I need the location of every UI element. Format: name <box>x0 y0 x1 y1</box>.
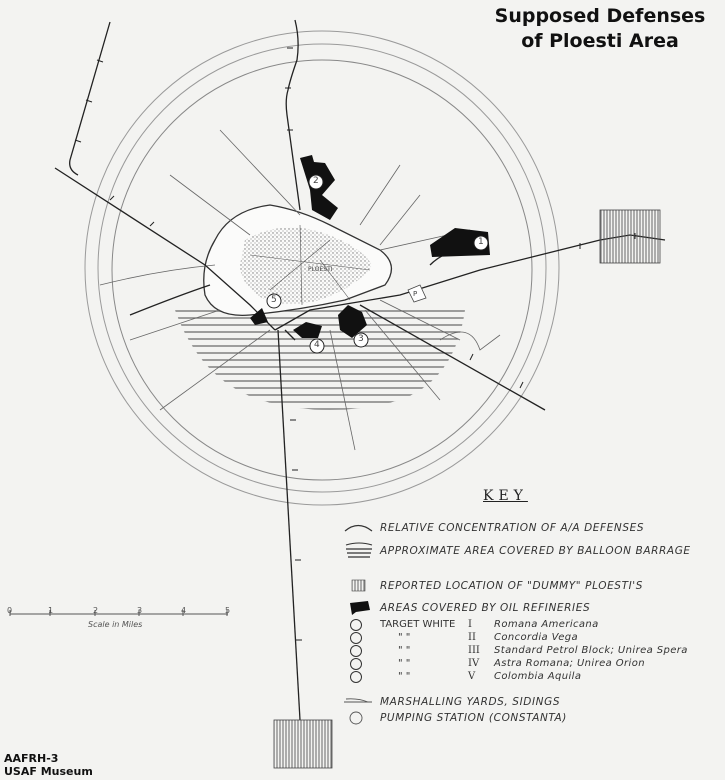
target-roman: III <box>468 645 480 656</box>
dummy-hatch-icon <box>351 579 366 592</box>
key-item-aa-defenses: RELATIVE CONCENTRATION OF A/A DEFENSES <box>380 522 645 534</box>
dummy-ploesti-east <box>599 209 661 264</box>
refinery-5 <box>250 308 268 325</box>
target-name: Astra Romana; Unirea Orion <box>494 658 645 669</box>
refinery-marker-3: 3 <box>358 334 364 344</box>
scale-tick-4: 4 <box>181 606 187 615</box>
map-title: Supposed Defenses of Ploesti Area <box>485 4 715 54</box>
key-item-oil-refineries: AREAS COVERED BY OIL REFINERIES <box>380 602 591 614</box>
target-name: Concordia Vega <box>494 632 579 643</box>
target-prefix: " " <box>398 645 411 656</box>
target-prefix: " " <box>398 632 411 643</box>
refinery-fill-icon <box>350 601 370 615</box>
map-title-line2: of Ploesti Area <box>521 30 679 52</box>
key-target-3: " " III Standard Petrol Block; Unirea Sper… <box>380 645 688 656</box>
target-name: Colombia Aquila <box>494 671 582 682</box>
scale-tick-3: 3 <box>137 606 143 615</box>
target-roman: II <box>468 632 476 643</box>
key-item-balloon-barrage: APPROXIMATE AREA COVERED BY BALLOON BARR… <box>380 545 691 557</box>
credit-line1: AAFRH-3 <box>4 752 59 765</box>
balloon-hatch-icon <box>345 542 373 558</box>
refinery-marker-4: 4 <box>314 340 320 350</box>
target-roman: IV <box>468 658 480 669</box>
key-item-pumping-station: PUMPING STATION (CONSTANTA) <box>380 712 567 724</box>
rail-ticks <box>74 47 636 641</box>
target-prefix: TARGET WHITE <box>380 619 456 630</box>
aa-arc-icon <box>344 524 373 532</box>
key-target-5: " " V Colombia Aquila <box>380 671 581 682</box>
city-label: PLOESTI <box>308 266 333 273</box>
refinery-marker-1: 1 <box>478 237 484 247</box>
refinery-1 <box>430 228 490 257</box>
refinery-marker-2: 2 <box>313 176 319 186</box>
dummy-ploesti-south <box>273 719 333 769</box>
aa-defense-rings <box>84 30 560 506</box>
scale-tick-0: 0 <box>7 606 13 615</box>
refinery-marker-5: 5 <box>271 295 277 305</box>
key-item-marshalling-yards: MARSHALLING YARDS, SIDINGS <box>380 696 561 708</box>
pumping-station-icon <box>349 711 363 725</box>
ploesti-city <box>203 204 392 316</box>
key-target-1: TARGET WHITE I Romana Americana <box>380 619 599 630</box>
scale-tick-5: 5 <box>225 606 231 615</box>
target-prefix: " " <box>398 671 411 682</box>
scale-caption: Scale in Miles <box>88 620 143 629</box>
credit: AAFRH-3 USAF Museum <box>4 752 93 778</box>
scale-tick-2: 2 <box>93 606 99 615</box>
refinery-4 <box>293 322 322 338</box>
target-prefix: " " <box>398 658 411 669</box>
key-title: KEY <box>483 488 528 504</box>
target-number-icons <box>350 619 362 683</box>
rail-yard-icon <box>344 698 372 703</box>
scale-bar <box>9 610 228 616</box>
credit-line2: USAF Museum <box>4 765 93 778</box>
pumping-station-label: P <box>413 290 418 298</box>
pumping-station <box>407 284 427 303</box>
target-name: Romana Americana <box>494 619 599 630</box>
balloon-barrage-area <box>175 310 465 410</box>
target-roman: I <box>468 619 472 630</box>
scale-tick-1: 1 <box>48 606 54 615</box>
target-roman: V <box>468 671 476 682</box>
key-item-dummy-ploesti: REPORTED LOCATION OF "DUMMY" PLOESTI'S <box>380 580 644 592</box>
key-target-2: " " II Concordia Vega <box>380 632 578 643</box>
target-name: Standard Petrol Block; Unirea Spera <box>494 645 688 656</box>
refinery-markers <box>266 174 489 354</box>
map-title-line1: Supposed Defenses <box>494 5 706 27</box>
refinery-3 <box>338 305 367 338</box>
roads <box>99 129 501 451</box>
key-target-4: " " IV Astra Romana; Unirea Orion <box>380 658 645 669</box>
